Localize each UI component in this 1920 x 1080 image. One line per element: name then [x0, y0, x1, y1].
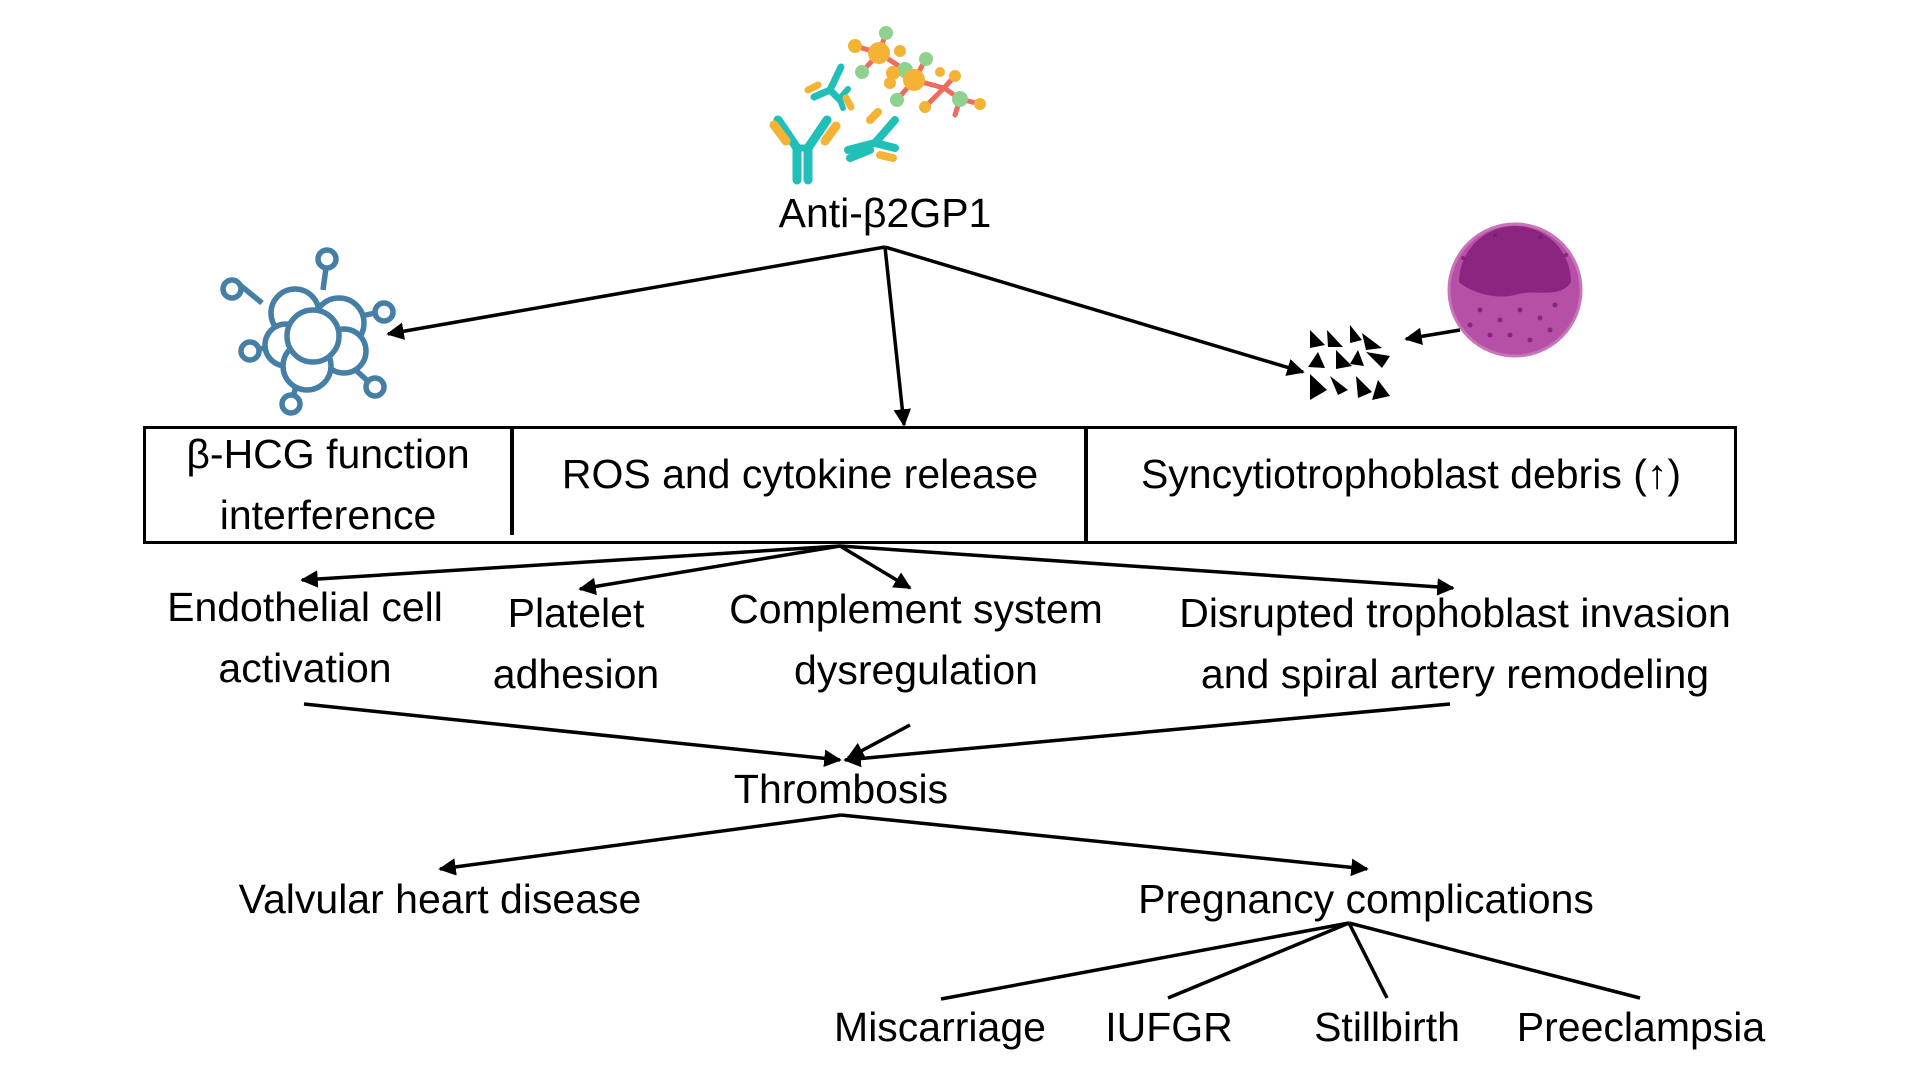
- effect-line: Complement system: [729, 586, 1103, 632]
- box-divider: [510, 429, 514, 535]
- root-label: Anti-β2GP1: [778, 190, 992, 236]
- outcome-connectors: [438, 813, 1369, 877]
- arrow-to-box: [883, 246, 912, 427]
- effect-line: Platelet: [507, 590, 645, 636]
- mechanism-cell-line: ROS and cytokine release: [561, 451, 1039, 497]
- blastocyst-icon: [1447, 222, 1583, 358]
- box-connectors: [300, 544, 1455, 596]
- mechanism-box: β-HCG function interference ROS and cyto…: [143, 426, 1737, 544]
- effect-platelet: Platelet adhesion: [478, 588, 674, 701]
- mechanism-cell-line: interference: [219, 492, 437, 538]
- mechanism-cell-ros: ROS and cytokine release: [514, 429, 1086, 541]
- antibody-molecule-icon: [769, 26, 986, 185]
- mechanism-cell-line: β-HCG function: [186, 430, 470, 477]
- effect-complement: Complement system dysregulation: [706, 584, 1126, 697]
- complication-iufgr: IUFGR: [1105, 1004, 1233, 1050]
- effect-endothelial: Endothelial cell activation: [140, 582, 470, 695]
- effect-line: Disrupted trophoblast invasion: [1179, 590, 1731, 636]
- effect-trophoblast: Disrupted trophoblast invasion and spira…: [1140, 588, 1770, 701]
- arrow-to-debris: [884, 245, 1305, 376]
- effect-line: adhesion: [492, 651, 660, 698]
- effect-line: dysregulation: [794, 647, 1038, 694]
- mechanism-cell-line: Syncytiotrophoblast debris (↑): [1140, 451, 1682, 497]
- root-connectors: [386, 245, 1461, 427]
- effect-line: and spiral artery remodeling: [1200, 651, 1710, 698]
- debris-fragments-icon: [1308, 325, 1390, 400]
- arrow-to-cytokine-icon: [386, 245, 886, 340]
- box-divider: [1084, 429, 1088, 541]
- thrombosis-connectors: [303, 702, 1451, 768]
- complication-preeclampsia: Preeclampsia: [1516, 1004, 1766, 1050]
- outcome-valvular: Valvular heart disease: [238, 876, 642, 922]
- complication-connectors: [940, 921, 1641, 1001]
- arrow-blastocyst-to-debris: [1404, 327, 1461, 346]
- cytokine-cluster-icon: [220, 247, 396, 416]
- mechanism-cell-hcg: β-HCG function interference: [146, 429, 510, 541]
- outcome-pregnancy: Pregnancy complications: [1138, 876, 1594, 922]
- complication-stillbirth: Stillbirth: [1314, 1004, 1460, 1050]
- thrombosis-label: Thrombosis: [733, 766, 949, 812]
- complication-miscarriage: Miscarriage: [834, 1004, 1046, 1050]
- effect-line: activation: [218, 645, 392, 692]
- effect-line: Endothelial cell: [167, 584, 443, 630]
- mechanism-cell-debris: Syncytiotrophoblast debris (↑): [1088, 429, 1734, 541]
